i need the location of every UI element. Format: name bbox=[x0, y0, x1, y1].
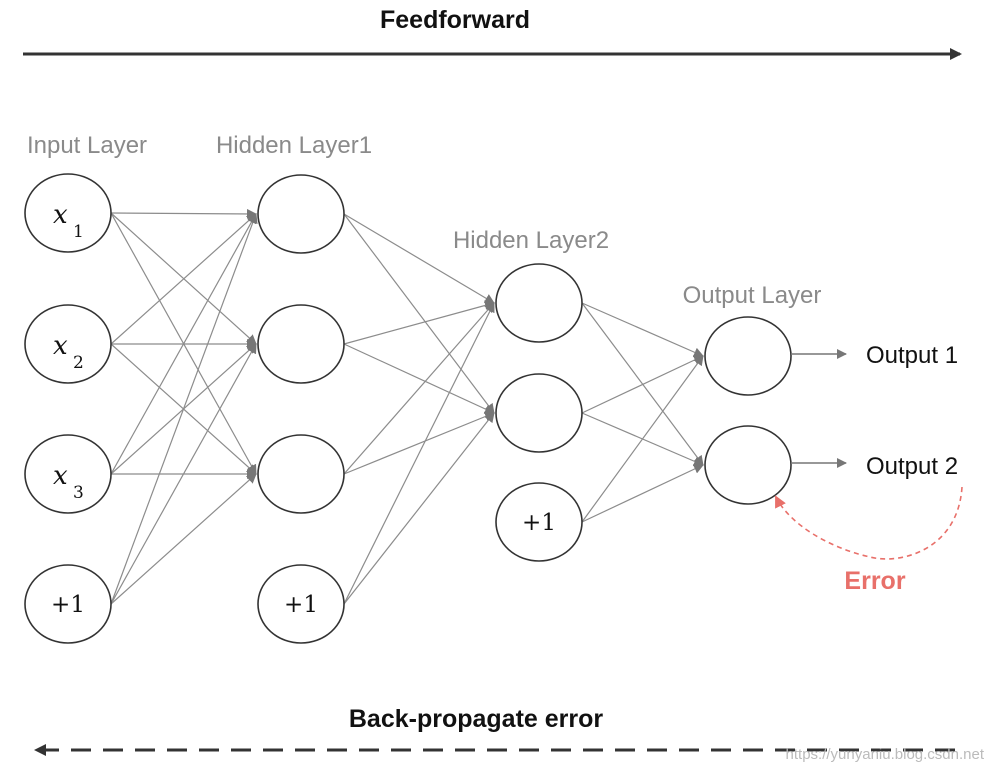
input-node-2-sub: 2 bbox=[73, 353, 84, 373]
error-label: Error bbox=[844, 567, 905, 595]
input-node-1: x 1 bbox=[24, 173, 112, 253]
hidden1-bias-node: +1 bbox=[257, 564, 345, 644]
connection-edges bbox=[110, 208, 704, 605]
output-node-2 bbox=[704, 425, 792, 505]
input-node-1-var: x bbox=[53, 200, 68, 230]
output-layer-label: Output Layer bbox=[683, 282, 822, 309]
hidden1-bias-label: +1 bbox=[284, 592, 318, 618]
output-1-label: Output 1 bbox=[866, 342, 958, 369]
edge-hidden1-2-to-hidden2-2 bbox=[343, 343, 495, 414]
input-node-3-sub: 3 bbox=[73, 483, 84, 503]
hidden1-node-1 bbox=[257, 174, 345, 254]
edge-hidden1-1-to-hidden2-1 bbox=[343, 213, 495, 304]
hidden1-node-3 bbox=[257, 434, 345, 514]
edge-hidden2-3-to-output-1 bbox=[581, 355, 704, 523]
edge-hidden1-4-to-hidden2-2 bbox=[343, 412, 495, 605]
edge-hidden1-1-to-hidden2-2 bbox=[343, 213, 495, 414]
hidden-layer2-label: Hidden Layer2 bbox=[453, 227, 609, 254]
input-layer-label: Input Layer bbox=[27, 132, 147, 159]
feedforward-title: Feedforward bbox=[380, 6, 530, 34]
input-bias-node: +1 bbox=[24, 564, 112, 644]
hidden2-node-2 bbox=[495, 373, 583, 453]
input-node-3: x 3 bbox=[24, 434, 112, 514]
error-curve-arrow bbox=[775, 486, 963, 560]
hidden2-bias-label: +1 bbox=[522, 510, 556, 536]
hidden2-node-1 bbox=[495, 263, 583, 343]
hidden-layer1-label: Hidden Layer1 bbox=[216, 132, 372, 159]
input-node-3-var: x bbox=[53, 461, 68, 491]
edge-hidden2-1-to-output-1 bbox=[581, 302, 704, 357]
hidden2-bias-node: +1 bbox=[495, 482, 583, 562]
input-bias-label: +1 bbox=[51, 592, 85, 618]
edge-input-4-to-hidden1-3 bbox=[110, 473, 257, 605]
edge-input-4-to-hidden1-2 bbox=[110, 343, 257, 605]
hidden1-node-2 bbox=[257, 304, 345, 384]
edge-hidden1-4-to-hidden2-1 bbox=[343, 302, 495, 605]
edge-hidden1-3-to-hidden2-1 bbox=[343, 302, 495, 475]
edge-hidden1-3-to-hidden2-2 bbox=[343, 411, 495, 475]
edge-hidden1-2-to-hidden2-1 bbox=[343, 300, 495, 345]
output-2-label: Output 2 bbox=[866, 453, 958, 480]
edge-hidden2-3-to-output-2 bbox=[581, 464, 704, 523]
backprop-title: Back-propagate error bbox=[349, 705, 604, 733]
watermark-text: https://yunyaniu.blog.csdn.net bbox=[786, 746, 985, 763]
edge-input-2-to-hidden1-1 bbox=[110, 213, 257, 345]
edge-hidden2-2-to-output-1 bbox=[581, 355, 704, 414]
input-node-2-var: x bbox=[53, 331, 68, 361]
output-node-1 bbox=[704, 316, 792, 396]
edge-input-4-to-hidden1-1 bbox=[110, 213, 258, 605]
input-node-2: x 2 bbox=[24, 304, 112, 384]
input-node-1-sub: 1 bbox=[73, 222, 84, 242]
edge-input-3-to-hidden1-1 bbox=[110, 213, 257, 475]
edge-input-1-to-hidden1-1 bbox=[110, 208, 257, 219]
